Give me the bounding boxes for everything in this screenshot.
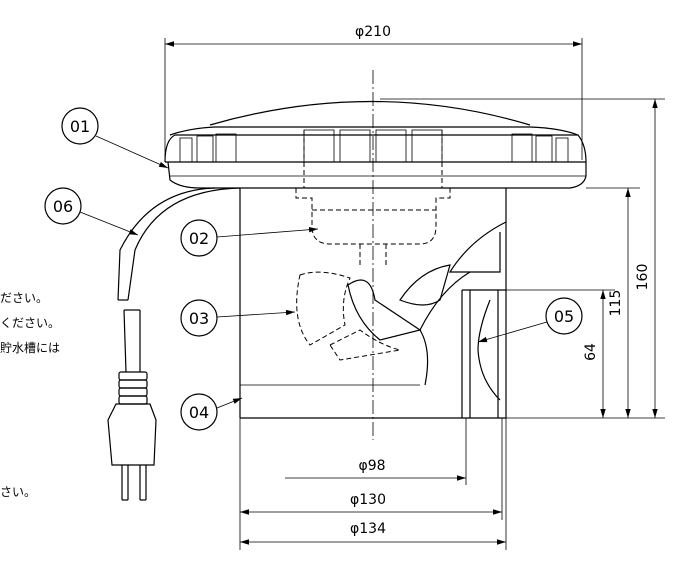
plug <box>107 371 157 501</box>
dimension-label-64: 64 <box>583 343 599 361</box>
note-line-1: ださい。 <box>0 291 48 305</box>
pump-body <box>239 188 507 419</box>
dimension-label-210: φ210 <box>355 24 391 40</box>
dimension-diameter-134: φ134 <box>240 418 507 550</box>
callout-04: 04 <box>180 393 243 431</box>
dimension-diameter-210: φ210 <box>164 24 583 160</box>
dimension-diameter-130: φ130 <box>240 418 503 520</box>
callout-06: 06 <box>44 187 139 236</box>
dimension-label-134: φ134 <box>350 521 386 537</box>
motor-unit <box>295 130 451 265</box>
callout-05: 05 <box>477 297 583 343</box>
dimension-height-64: 64 <box>506 289 615 418</box>
callout-01: 01 <box>61 107 169 169</box>
note-line-3: 貯水槽には <box>0 341 60 355</box>
dimension-label-130: φ130 <box>350 492 386 508</box>
dimension-height-115: 115 <box>586 187 640 418</box>
callout-label-06: 06 <box>53 197 73 216</box>
impeller <box>296 264 451 361</box>
callout-label-04: 04 <box>189 403 209 422</box>
callout-label-05: 05 <box>554 307 574 326</box>
callout-label-03: 03 <box>189 309 209 328</box>
callout-03: 03 <box>180 299 296 337</box>
callout-label-01: 01 <box>70 117 90 136</box>
power-cord <box>117 187 241 373</box>
note-line-2: ください。 <box>0 316 60 330</box>
callout-02: 02 <box>180 219 319 257</box>
dimension-diameter-98: φ98 <box>239 418 467 550</box>
dimension-height-160: 160 <box>380 98 665 419</box>
dimension-label-160: 160 <box>635 264 651 291</box>
note-line-4: さい。 <box>0 485 36 499</box>
lid-cover <box>164 100 587 189</box>
callout-label-02: 02 <box>189 229 209 248</box>
dimension-label-98: φ98 <box>358 458 385 474</box>
dimension-label-115: 115 <box>608 290 624 317</box>
